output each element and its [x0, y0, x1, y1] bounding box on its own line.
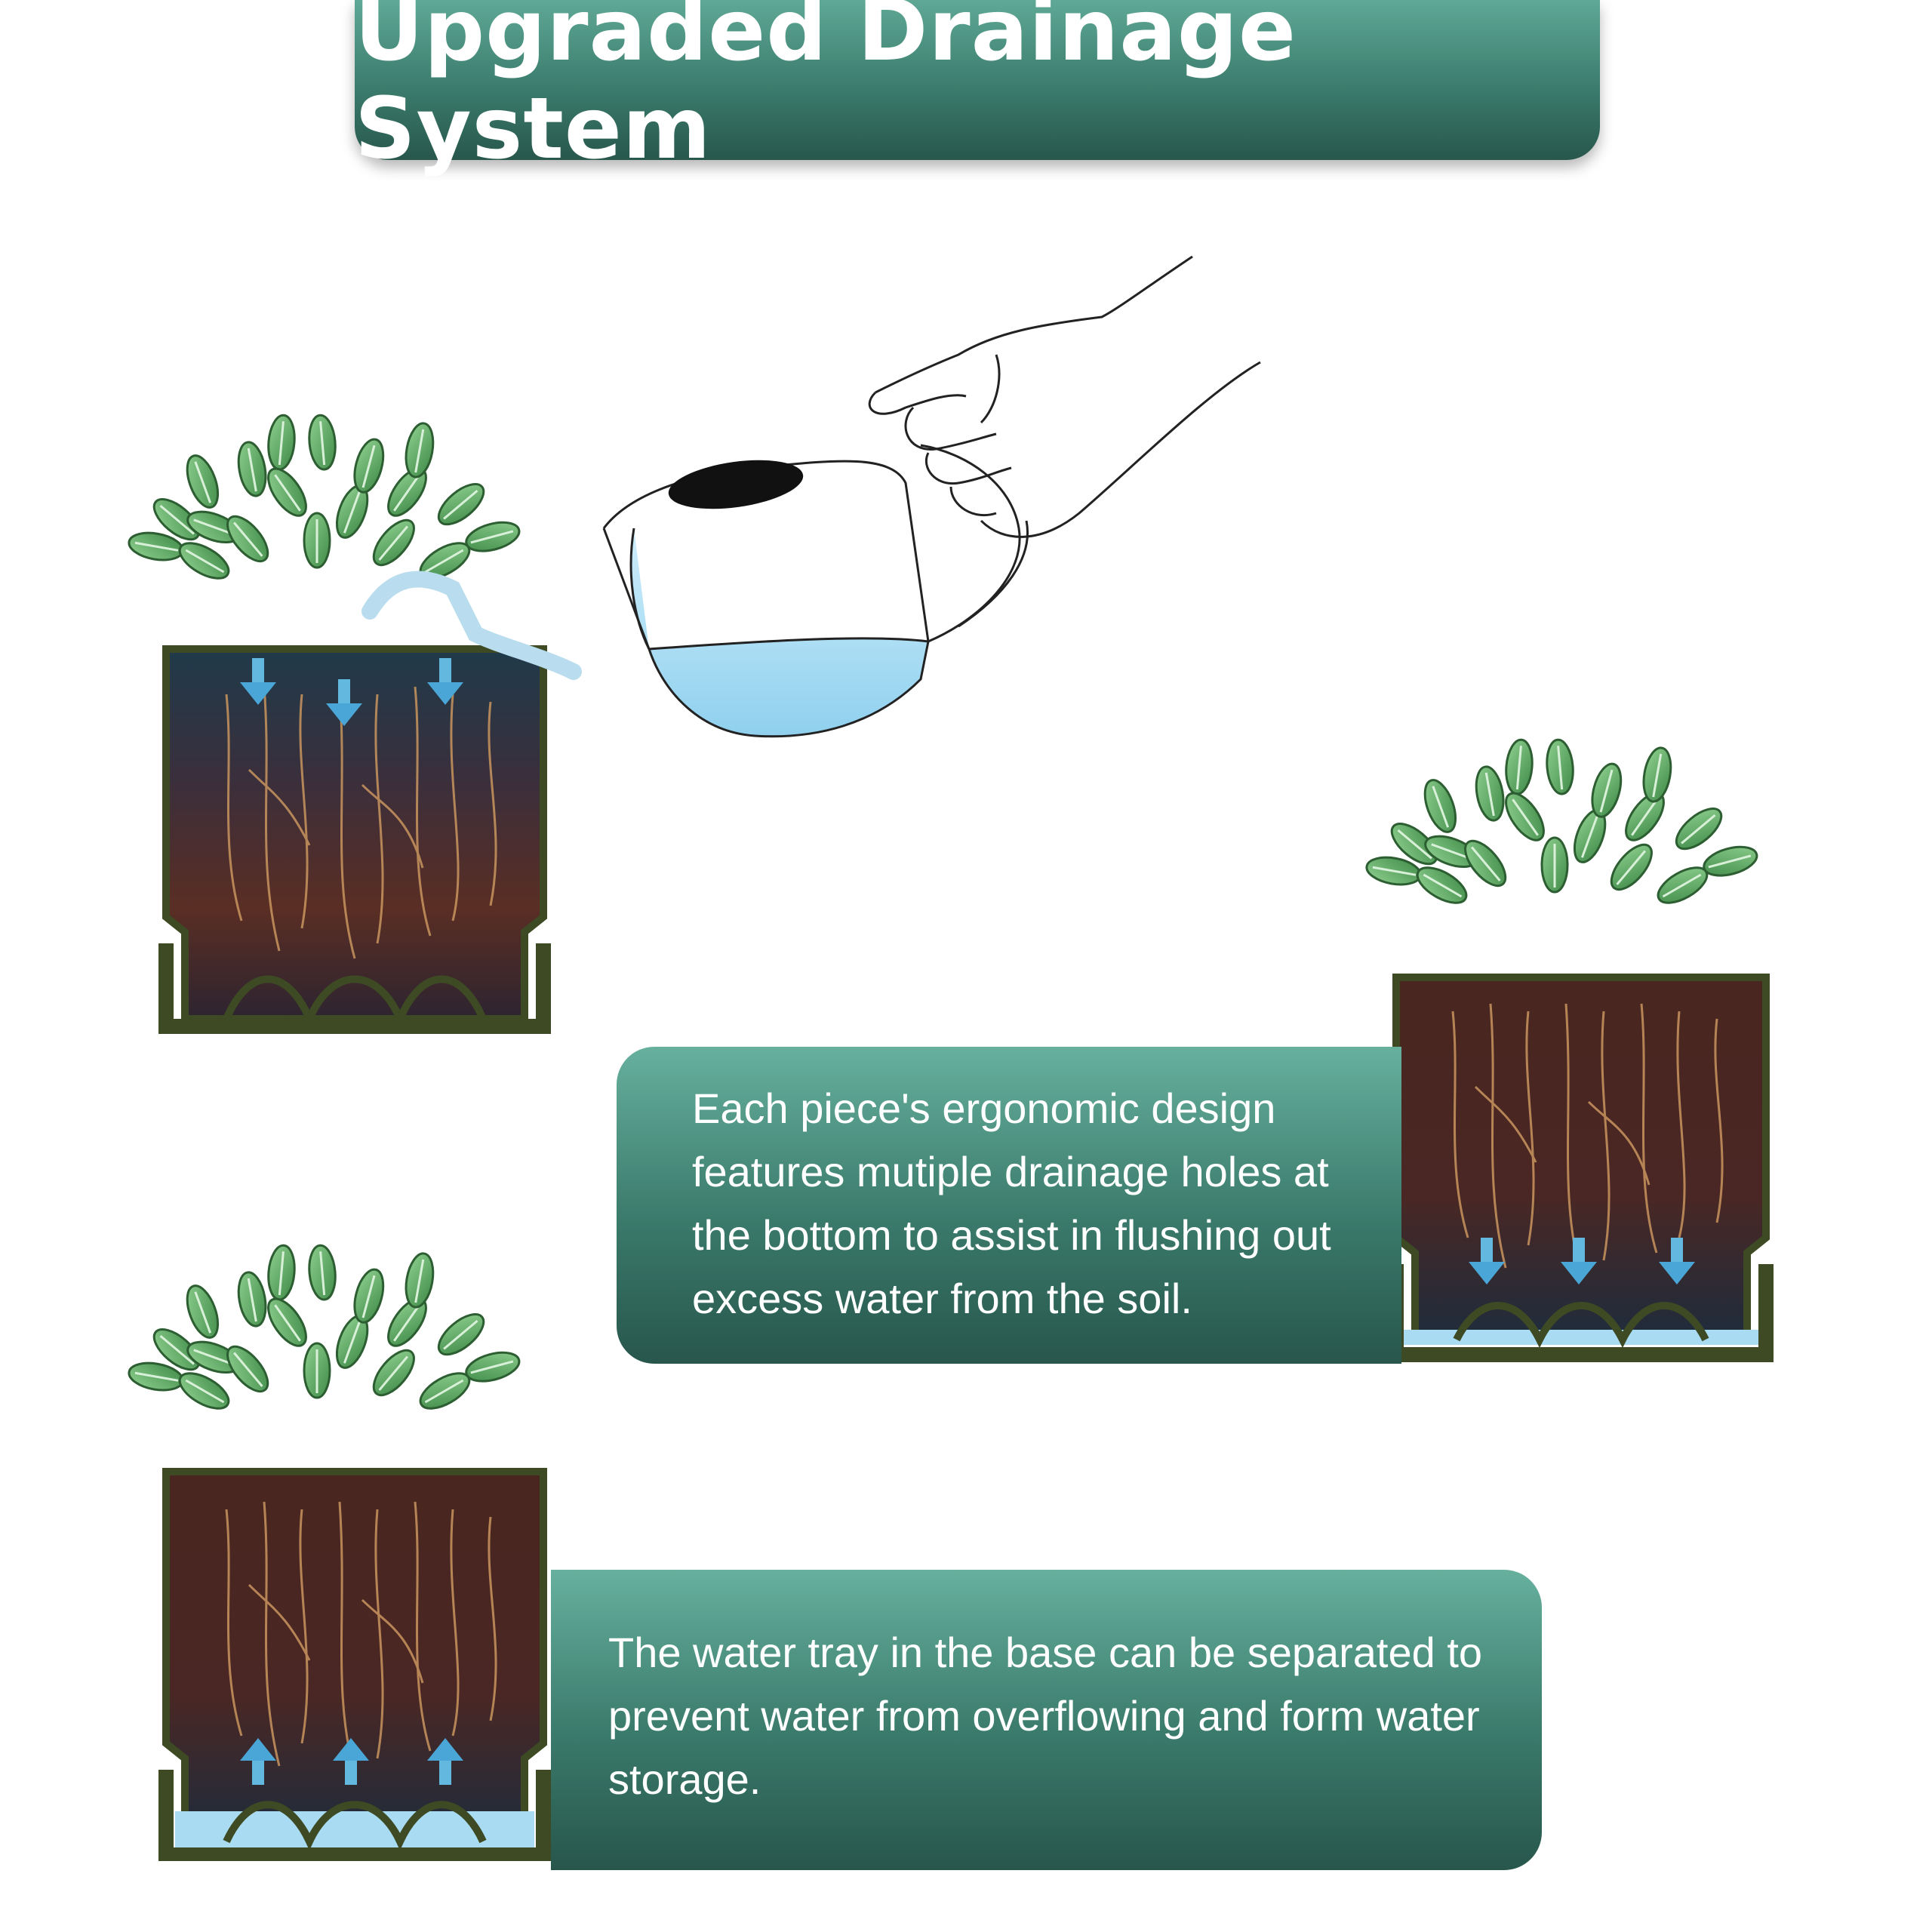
callout-water-tray: The water tray in the base can be separa… [551, 1570, 1542, 1870]
hand-icon [868, 255, 1261, 538]
pot-body [162, 1468, 547, 1845]
tray [1389, 1264, 1774, 1362]
callout-drainage-holes: Each piece's ergonomic design features m… [617, 1047, 1401, 1364]
pot-body [1392, 974, 1770, 1343]
title-banner: Upgraded Drainage System [355, 0, 1600, 178]
pot-storage [127, 1244, 551, 1861]
pot-watering [127, 414, 551, 1034]
page-title: Upgraded Drainage System [355, 0, 1297, 178]
tray [158, 1770, 551, 1861]
tray-water [1404, 1330, 1758, 1345]
pot-draining [1364, 739, 1774, 1362]
tray [158, 943, 551, 1034]
callout-text: Each piece's ergonomic design features m… [692, 1084, 1331, 1322]
callout-text: The water tray in the base can be separa… [608, 1629, 1483, 1803]
watering-can-icon [361, 444, 1029, 738]
